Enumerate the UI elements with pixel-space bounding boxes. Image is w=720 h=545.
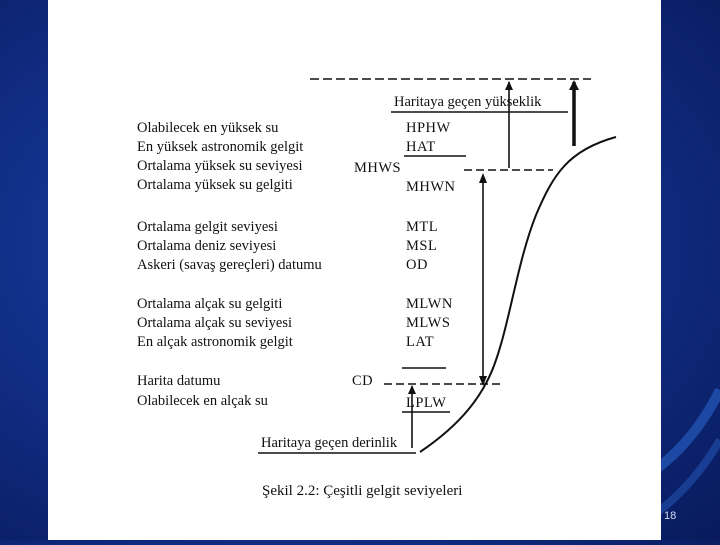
level-abbr: MLWS: [406, 315, 451, 331]
top-label: Haritaya geçen yükseklik: [394, 94, 542, 110]
level-name: En alçak astronomik gelgit: [137, 334, 293, 350]
level-abbr: MSL: [406, 238, 438, 254]
figure-caption: Şekil 2.2: Çeşitli gelgit seviyeleri: [262, 483, 463, 499]
level-name: Olabilecek en alçak su: [137, 393, 268, 409]
level-name: Ortalama yüksek su seviyesi: [137, 158, 303, 174]
level-name: En yüksek astronomik gelgit: [137, 139, 304, 155]
diagram-lines: [258, 78, 617, 454]
depth-arrow-head: [408, 385, 416, 394]
level-abbr: HAT: [406, 139, 436, 155]
level-name: Ortalama yüksek su gelgiti: [137, 177, 293, 193]
level-abbr: HPHW: [406, 120, 451, 136]
level-name: Ortalama deniz seviyesi: [137, 238, 277, 254]
level-abbr: MHWN: [406, 179, 456, 195]
level-abbr: MHWS: [354, 160, 402, 176]
level-name: Olabilecek en yüksek su: [137, 120, 279, 136]
mhws-arrow-head-top: [505, 81, 513, 90]
level-abbr: LAT: [406, 334, 435, 350]
level-abbr: MLWN: [406, 296, 453, 312]
level-abbr: LPLW: [406, 395, 447, 411]
page-number: 18: [664, 510, 677, 522]
level-abbr: CD: [352, 373, 374, 389]
level-name: Askeri (savaş gereçleri) datumu: [137, 257, 322, 273]
height-arrow-head: [569, 80, 579, 90]
level-name: Harita datumu: [137, 373, 221, 389]
level-abbr: OD: [406, 257, 428, 273]
level-name: Ortalama alçak su seviyesi: [137, 315, 293, 331]
seabed-profile-curve: [419, 136, 617, 453]
bottom-label: Haritaya geçen derinlik: [261, 435, 398, 451]
level-abbr: MTL: [406, 219, 439, 235]
tide-levels-figure: Haritaya geçen yükseklik Olabilecek en y…: [48, 0, 661, 540]
mhws-cd-arrow-head-bottom: [479, 376, 487, 386]
level-name: Ortalama gelgit seviyesi: [137, 219, 278, 235]
mhws-cd-arrow-head-top: [479, 173, 487, 183]
level-name: Ortalama alçak su gelgiti: [137, 296, 283, 312]
